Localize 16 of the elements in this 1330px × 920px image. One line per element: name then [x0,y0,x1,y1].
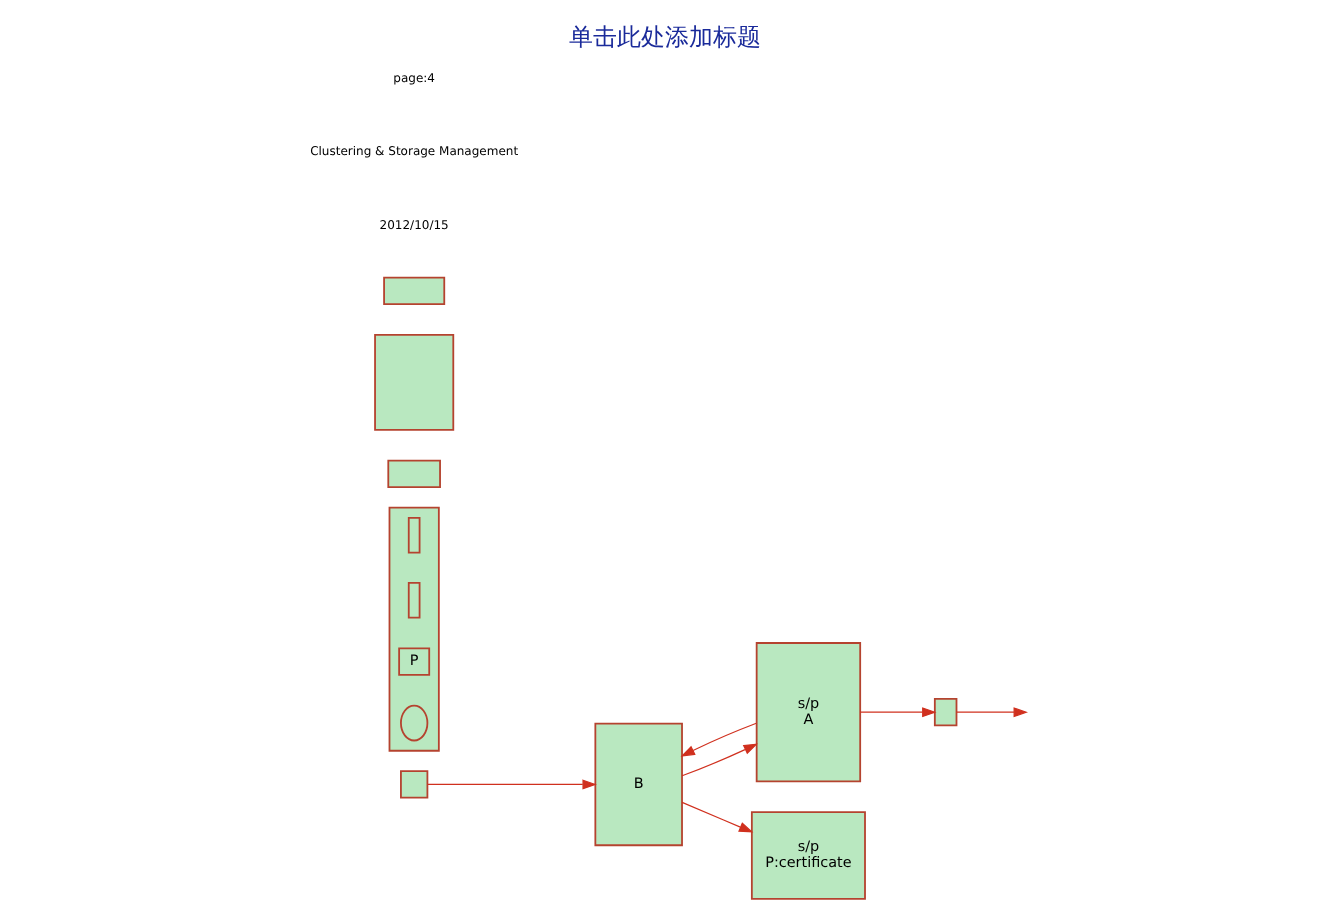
node-box [400,770,429,799]
node-box [407,581,421,619]
arrow [681,743,758,777]
arrow [427,779,597,790]
arrow [681,801,754,833]
node-box [933,698,958,727]
node-box [407,516,421,554]
arrow [859,707,937,718]
node-ellipse [400,704,429,742]
node-box [383,276,446,305]
node-box [387,459,441,488]
arrow [680,722,757,757]
cluster [388,506,440,752]
diagram-title: 单击此处添加标题 [569,23,761,52]
arrow [956,707,1028,718]
node-box [374,333,455,431]
